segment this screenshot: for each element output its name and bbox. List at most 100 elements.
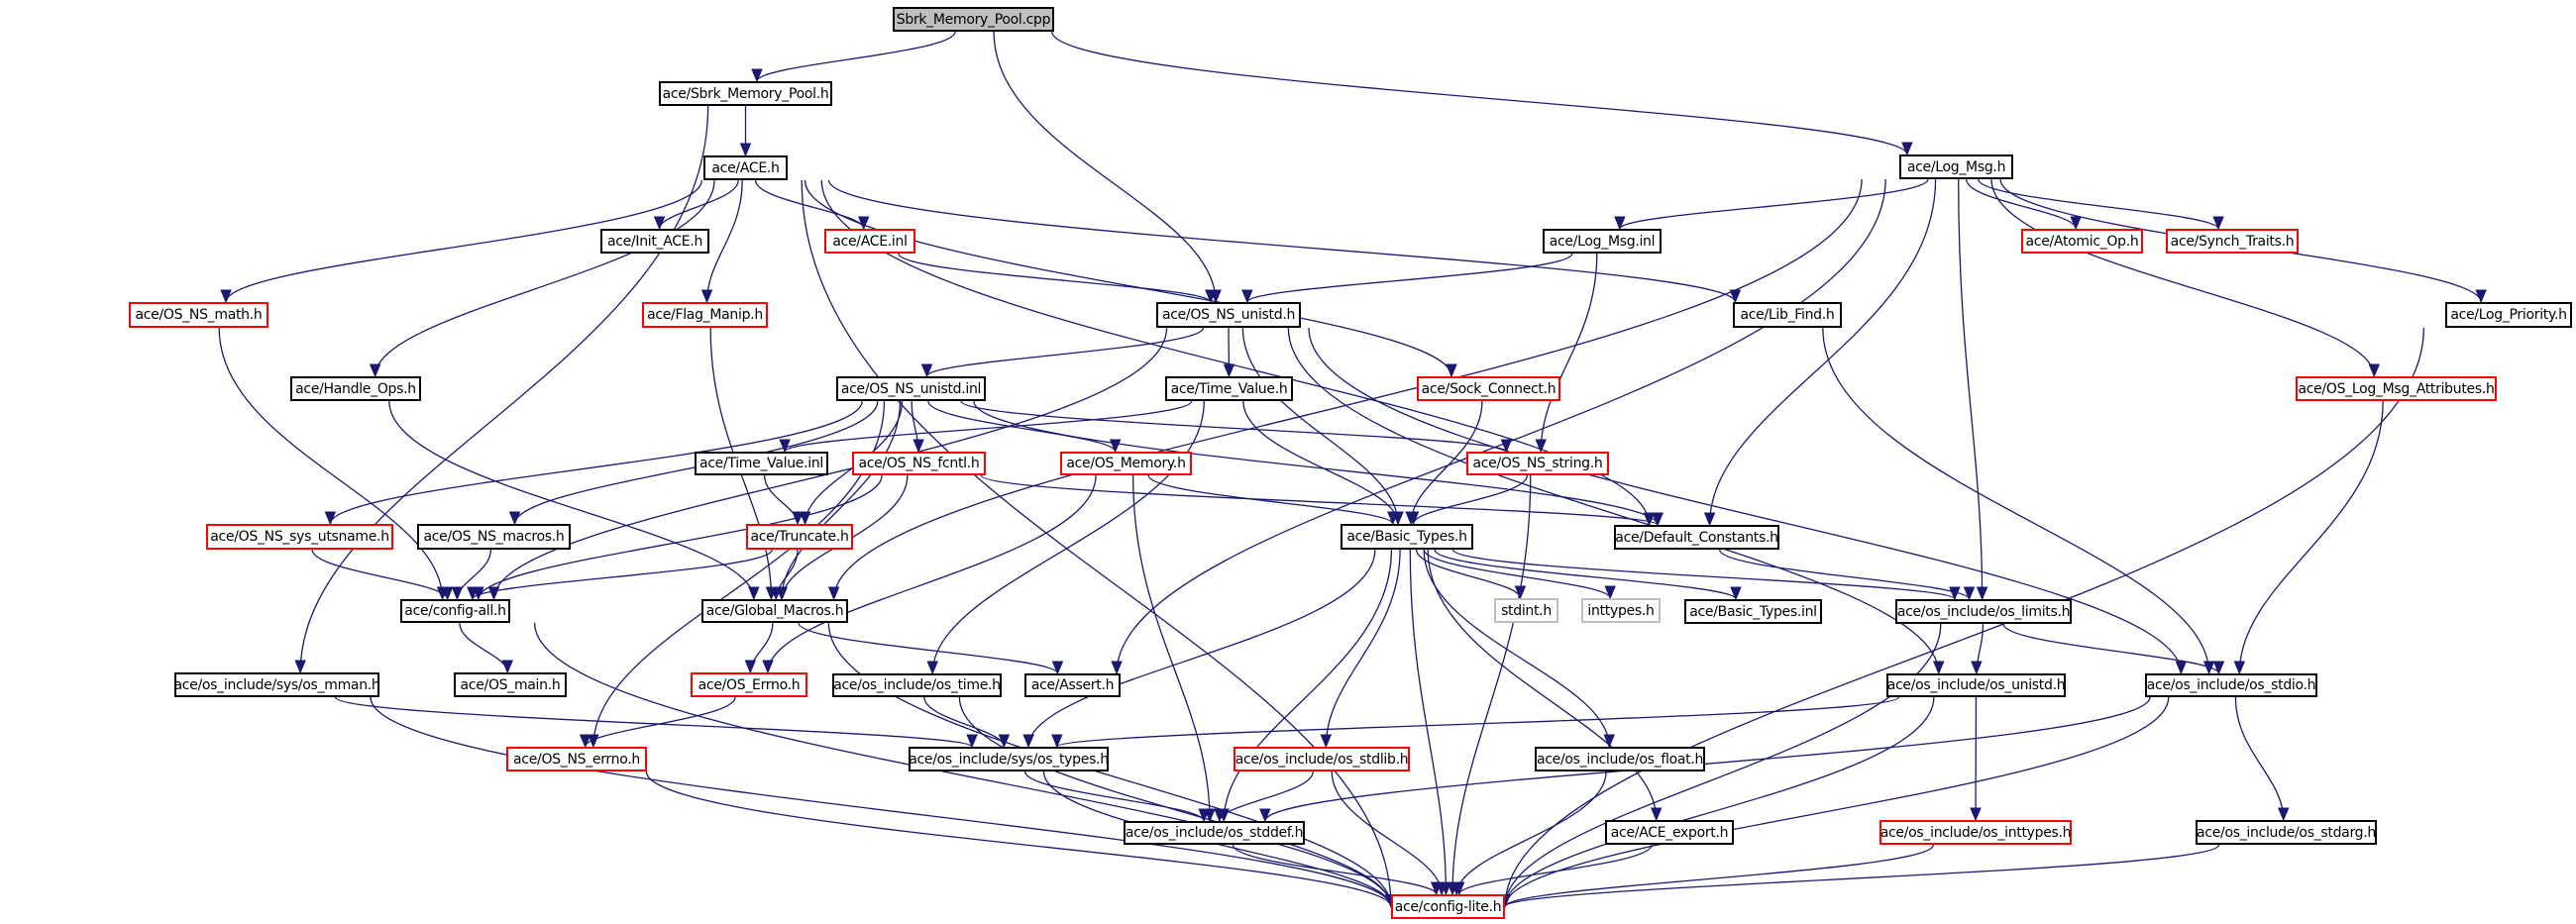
arrowhead-ace-h-to-init-ace xyxy=(653,216,666,231)
edge-log-msg-h-to-synch-traits xyxy=(1978,178,2219,230)
node-ace-os-log-msg-attributes-h[interactable]: ace/OS_Log_Msg_Attributes.h xyxy=(2296,376,2497,401)
node-sbrk-memory-pool-cpp: Sbrk_Memory_Pool.cpp xyxy=(893,7,1054,32)
edge-default-constants-to-os-limits xyxy=(1719,549,1971,600)
node-ace-os-include-sys-os-types-h[interactable]: ace/os_include/sys/os_types.h xyxy=(909,747,1109,771)
edge-os-memory-to-os-stddef xyxy=(1131,474,1211,822)
node-ace-time-value-inl[interactable]: ace/Time_Value.inl xyxy=(695,452,828,475)
node-ace-os-ns-math-h[interactable]: ace/OS_NS_math.h xyxy=(129,302,268,328)
node-ace-handle-ops-h[interactable]: ace/Handle_Ops.h xyxy=(290,376,421,401)
node-ace-basic-types-inl[interactable]: ace/Basic_Types.inl xyxy=(1684,599,1822,624)
edge-basic-types-h-to-ace-export xyxy=(1427,549,1658,821)
node-ace-assert-h[interactable]: ace/Assert.h xyxy=(1024,673,1121,697)
arrowhead-os-limits-to-os-stdio xyxy=(2212,661,2225,675)
edge-log-msg-h-to-global-macros xyxy=(832,178,1863,600)
arrowhead-os-ns-unistd-inl-to-os-ns-sys-utsname xyxy=(324,511,337,526)
arrowhead-os-ns-unistd-h-to-os-ns-unistd-inl xyxy=(920,363,933,378)
node-ace-log-msg-inl[interactable]: ace/Log_Msg.inl xyxy=(1543,229,1662,254)
node-label: ace/OS_NS_unistd.inl xyxy=(840,380,982,397)
node-ace-log-msg-h[interactable]: ace/Log_Msg.h xyxy=(1899,154,2013,179)
arrowhead-os-unistd-to-os-inttypes xyxy=(1970,807,1982,822)
edge-os-time-to-config-lite xyxy=(958,696,1392,907)
edge-basic-types-h-to-os-stddef xyxy=(1223,549,1393,822)
edge-global-macros-to-assert xyxy=(798,622,1059,674)
node-label: ace/os_include/os_limits.h xyxy=(1896,603,2071,620)
edge-os-ns-unistd-h-to-os-ns-unistd-inl xyxy=(925,327,1205,377)
arrowhead-basic-types-h-to-os-stdlib xyxy=(1320,734,1333,749)
node-ace-os-include-os-unistd-h[interactable]: ace/os_include/os_unistd.h xyxy=(1886,673,2066,697)
node-ace-os-include-os-float-h[interactable]: ace/os_include/os_float.h xyxy=(1535,747,1705,771)
arrowhead-os-ns-unistd-inl-to-os-ns-string xyxy=(1500,439,1513,454)
arrowhead-os-ns-fcntl-to-default-constants xyxy=(1652,512,1664,527)
edge-os-ns-unistd-inl-to-default-constants xyxy=(973,400,1659,526)
node-ace-os-ns-macros-h[interactable]: ace/OS_NS_macros.h xyxy=(417,524,571,550)
node-ace-atomic-op-h[interactable]: ace/Atomic_Op.h xyxy=(2021,229,2143,254)
node-ace-truncate-h[interactable]: ace/Truncate.h xyxy=(746,524,853,550)
arrowhead-log-msg-inl-to-os-ns-string xyxy=(1535,439,1547,454)
node-ace-os-include-os-limits-h[interactable]: ace/os_include/os_limits.h xyxy=(1895,599,2072,624)
arrowhead-sbrk-h-to-ace-h xyxy=(739,143,752,157)
arrowhead-os-limits-to-os-unistd xyxy=(1971,661,1983,675)
edge-os-stdlib-to-config-lite xyxy=(1331,770,1443,895)
edge-config-all-to-os-main xyxy=(459,622,508,673)
node-ace-os-ns-unistd-inl[interactable]: ace/OS_NS_unistd.inl xyxy=(836,376,986,401)
node-ace-os-main-h[interactable]: ace/OS_main.h xyxy=(454,672,567,697)
node-label: ace/Assert.h xyxy=(1030,677,1115,693)
node-ace-os-ns-fcntl-h[interactable]: ace/OS_NS_fcntl.h xyxy=(852,452,986,475)
edge-os-stdarg-to-config-lite xyxy=(1504,844,2220,908)
edge-os-ns-unistd-inl-to-global-macros xyxy=(781,400,902,600)
edge-os-memory-to-os-errno xyxy=(767,474,1097,673)
node-ace-os-include-os-stdio-h[interactable]: ace/os_include/os_stdio.h xyxy=(2145,673,2317,697)
node-label: ace/Sbrk_Memory_Pool.h xyxy=(662,85,829,102)
arrowhead-os-unistd-to-os-types xyxy=(1051,734,1063,749)
node-ace-os-include-os-stdlib-h[interactable]: ace/os_include/os_stdlib.h xyxy=(1234,747,1410,771)
edge-os-log-msg-attr-to-os-stdio xyxy=(2238,400,2384,674)
edge-time-value-h-to-time-value-inl xyxy=(784,400,1193,453)
node-ace-init-ace-h[interactable]: ace/Init_ACE.h xyxy=(600,229,709,254)
edge-log-msg-h-to-default-constants xyxy=(1708,178,1937,526)
node-ace-default-constants-h[interactable]: ace/Default_Constants.h xyxy=(1614,525,1779,550)
edge-os-unistd-to-config-lite xyxy=(1504,696,1935,907)
node-ace-config-lite-h[interactable]: ace/config-lite.h xyxy=(1391,894,1505,919)
node-ace-ace-inl[interactable]: ace/ACE.inl xyxy=(824,229,915,254)
edge-log-msg-inl-to-os-ns-string xyxy=(1540,253,1598,453)
arrowhead-cpp-to-sbrk-h xyxy=(751,68,763,83)
arrowhead-os-mman-to-os-types xyxy=(966,734,978,749)
arrowhead-os-memory-to-basic-types-h xyxy=(1387,511,1399,526)
node-ace-os-memory-h[interactable]: ace/OS_Memory.h xyxy=(1060,452,1192,475)
edge-log-msg-inl-to-os-ns-unistd-h xyxy=(1246,253,1573,303)
node-ace-os-include-sys-os-mman-h[interactable]: ace/os_include/sys/os_mman.h xyxy=(174,672,380,697)
node-ace-config-all-h[interactable]: ace/config-all.h xyxy=(400,599,510,623)
node-ace-lib-find-h[interactable]: ace/Lib_Find.h xyxy=(1733,302,1842,328)
node-label: ace/os_include/os_unistd.h xyxy=(1886,677,2066,693)
node-label: ace/Log_Priority.h xyxy=(2450,307,2567,323)
node-label: ace/os_include/os_stddef.h xyxy=(1125,825,1304,841)
node-ace-os-include-os-inttypes-h[interactable]: ace/os_include/os_inttypes.h xyxy=(1879,820,2072,845)
node-ace-os-include-os-time-h[interactable]: ace/os_include/os_time.h xyxy=(832,673,1002,697)
node-ace-ace-h[interactable]: ace/ACE.h xyxy=(703,155,788,180)
node-ace-os-include-os-stddef-h[interactable]: ace/os_include/os_stddef.h xyxy=(1124,821,1305,845)
node-ace-flag-manip-h[interactable]: ace/Flag_Manip.h xyxy=(642,302,768,328)
node-label: ace/ACE_export.h xyxy=(1610,824,1729,841)
node-ace-os-include-os-stdarg-h[interactable]: ace/os_include/os_stdarg.h xyxy=(2196,820,2377,845)
node-ace-global-macros-h[interactable]: ace/Global_Macros.h xyxy=(701,599,848,623)
node-ace-synch-traits-h[interactable]: ace/Synch_Traits.h xyxy=(2166,229,2299,254)
node-ace-os-ns-string-h[interactable]: ace/OS_NS_string.h xyxy=(1466,452,1609,475)
node-ace-time-value-h[interactable]: ace/Time_Value.h xyxy=(1165,376,1293,401)
arrowhead-log-msg-h-to-os-limits xyxy=(1976,586,1988,601)
node-label: ace/Log_Msg.h xyxy=(1906,158,2006,175)
arrowhead-log-msg-h-to-synch-traits xyxy=(2212,216,2224,231)
node-ace-log-priority-h[interactable]: ace/Log_Priority.h xyxy=(2445,302,2572,328)
node-ace-os-errno-h[interactable]: ace/OS_Errno.h xyxy=(691,672,807,697)
edge-os-stdio-to-os-stddef xyxy=(1264,696,2151,822)
edge-os-ns-fcntl-to-default-constants xyxy=(980,474,1659,526)
arrowhead-basic-types-h-to-ace-export xyxy=(1651,807,1663,822)
node-ace-sbrk-memory-pool-h[interactable]: ace/Sbrk_Memory_Pool.h xyxy=(659,81,832,106)
node-ace-os-ns-unistd-h[interactable]: ace/OS_NS_unistd.h xyxy=(1156,302,1301,328)
node-ace-os-ns-errno-h[interactable]: ace/OS_NS_errno.h xyxy=(506,747,647,771)
node-ace-basic-types-h[interactable]: ace/Basic_Types.h xyxy=(1341,524,1473,550)
edge-os-ns-string-to-config-lite xyxy=(1451,474,1532,895)
node-ace-ace-export-h[interactable]: ace/ACE_export.h xyxy=(1605,820,1734,845)
node-ace-os-ns-sys-utsname-h[interactable]: ace/OS_NS_sys_utsname.h xyxy=(206,524,393,550)
node-ace-sock-connect-h[interactable]: ace/Sock_Connect.h xyxy=(1417,376,1560,401)
